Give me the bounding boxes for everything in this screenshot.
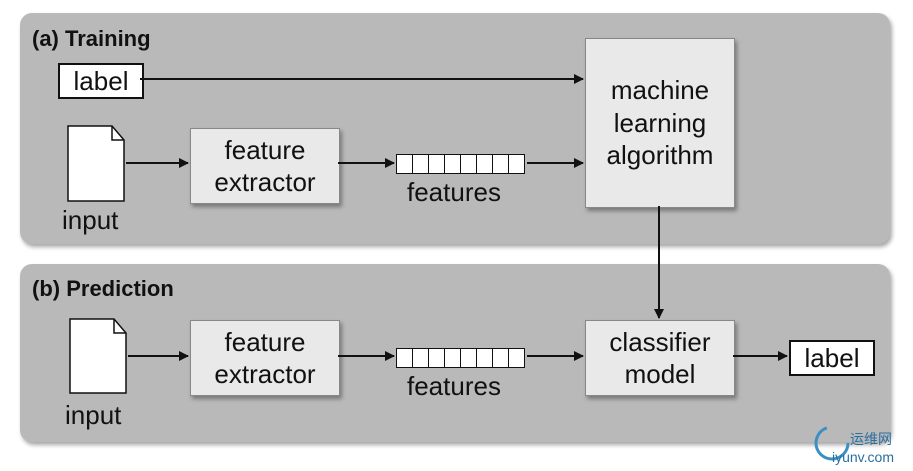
watermark-logo-icon [814,425,850,461]
prediction-feature-extractor: feature extractor [190,320,340,396]
training-label-box: label [58,63,144,99]
prediction-input-label: input [65,400,122,430]
watermark-url: iyunv.com [832,449,894,465]
training-panel [20,13,890,244]
training-features-label: features [407,177,501,207]
prediction-label-box: label [789,340,875,376]
training-title: (a) Training [32,26,151,51]
training-feature-extractor: feature extractor [190,128,340,204]
prediction-feature-vector [396,348,525,368]
prediction-input-document-icon [69,318,127,394]
training-feature-vector [396,154,525,174]
training-input-document-icon [67,125,125,202]
machine-learning-algorithm: machine learning algorithm [585,38,735,208]
classifier-model: classifier model [585,320,735,396]
prediction-features-label: features [407,371,501,401]
training-input-label: input [62,205,119,235]
watermark-cn: 运维网 [850,431,892,447]
prediction-title: (b) Prediction [32,276,174,301]
